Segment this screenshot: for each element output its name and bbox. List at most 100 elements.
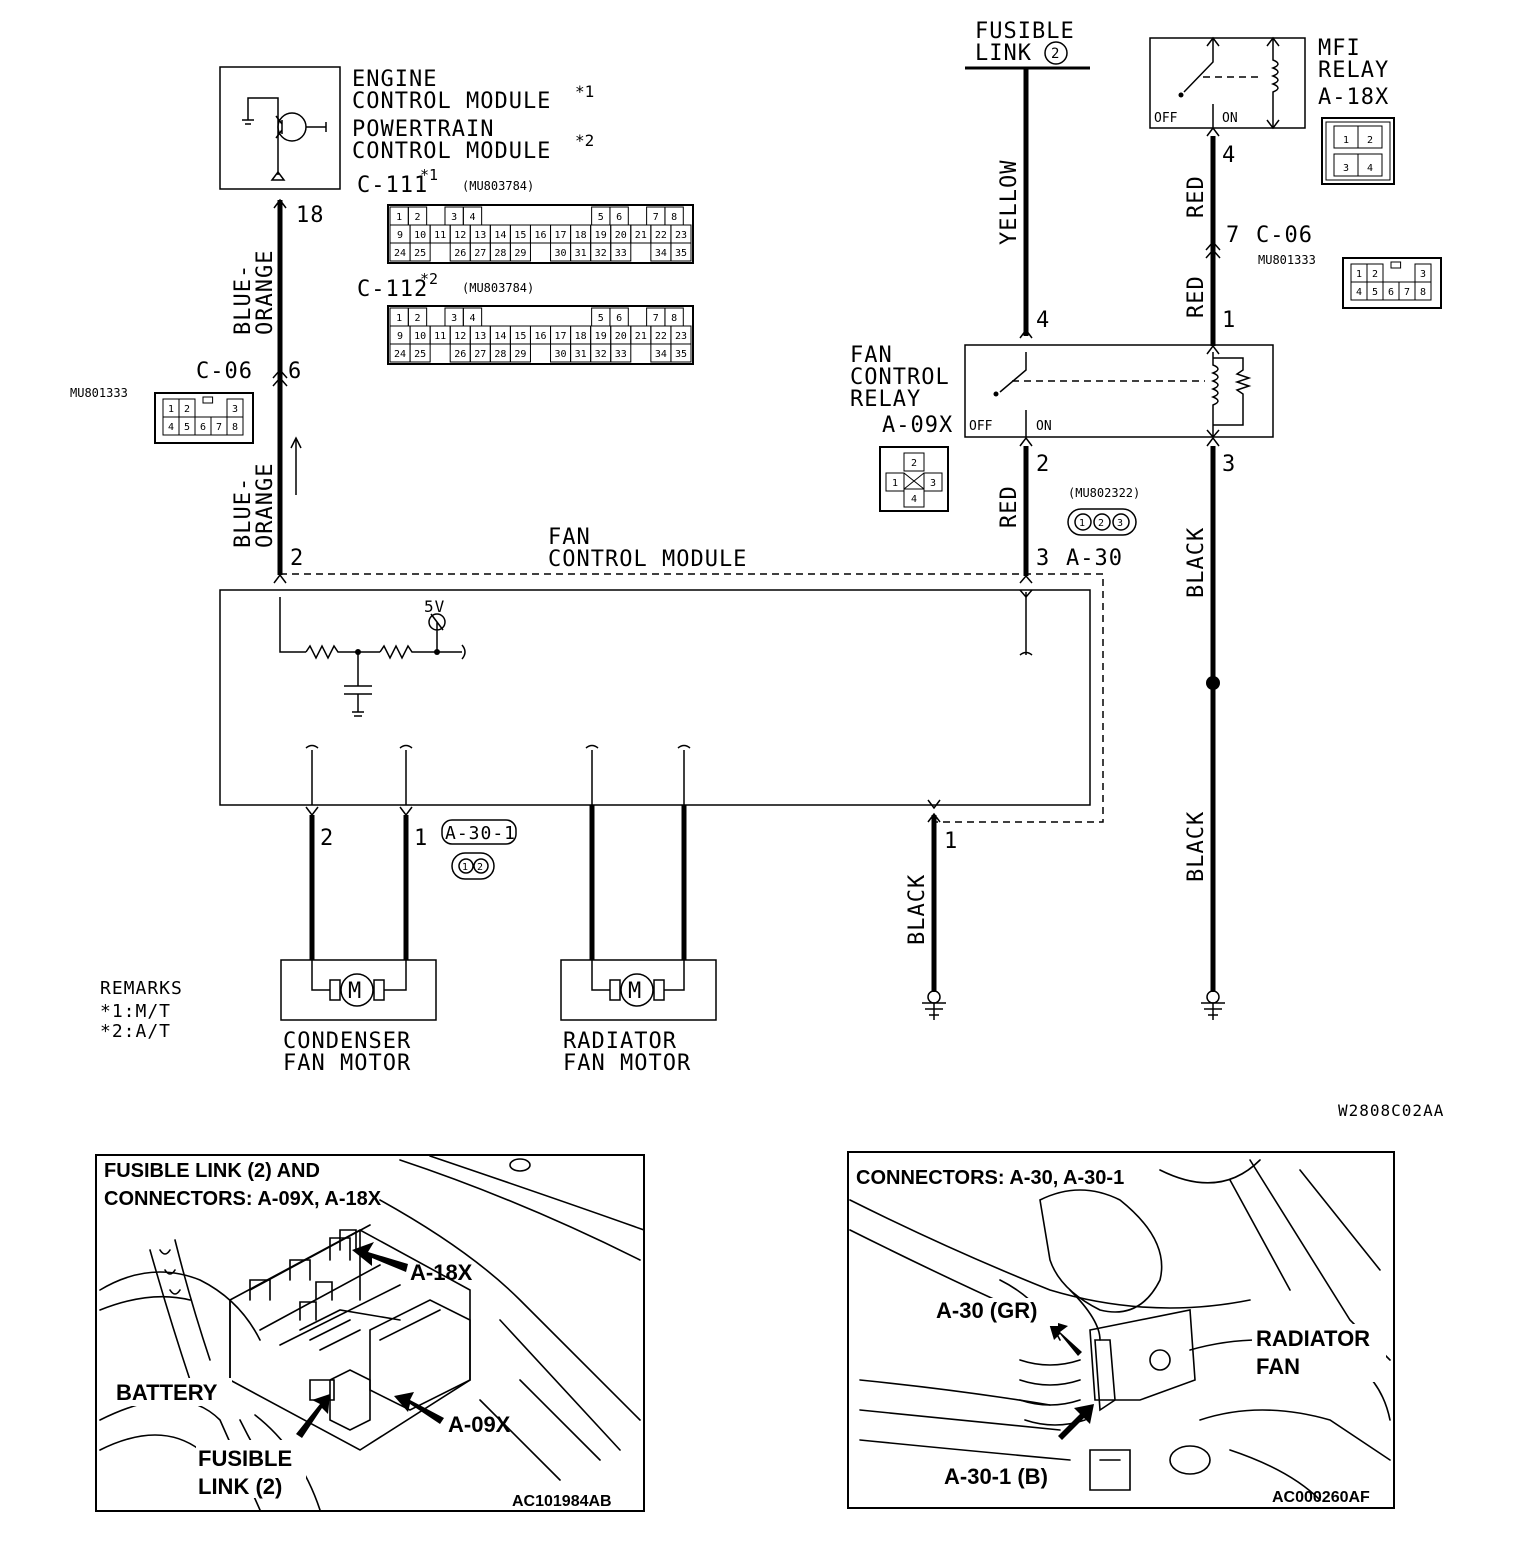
c06-right-pin: 7 [1226, 223, 1240, 248]
c112-part: (MU803784) [462, 281, 534, 295]
arrow-a09x [394, 1392, 444, 1424]
c06right-pin-7: 7 [1404, 287, 1410, 298]
a09x-pin-3: 3 [930, 478, 936, 489]
fan-relay-pin-4: 4 [1036, 308, 1050, 333]
arrow-a30-1 [1058, 1404, 1094, 1440]
wire-label-blue-orange-top-1: BLUE- [231, 264, 256, 335]
fan-relay-line1: FAN [850, 343, 893, 368]
c06right-pin-6: 6 [1388, 287, 1394, 298]
grid112-pin-4: 4 [469, 313, 475, 324]
grid111-pin-15: 15 [514, 230, 526, 241]
grid111-pin-20: 20 [615, 230, 627, 241]
right-code: AC000260AF [1272, 1489, 1370, 1506]
fcm-line2: CONTROL MODULE [548, 547, 747, 572]
c112-label: C-112 [357, 277, 428, 302]
a30-1-label: A-30-1 [445, 823, 516, 844]
mfi-relay-on: ON [1222, 111, 1238, 126]
c06left-pin-8: 8 [232, 422, 238, 433]
mfi-relay-line2: RELAY [1318, 58, 1389, 83]
c06right-pin-1: 1 [1356, 269, 1362, 280]
left-code: AC101984AB [512, 1493, 612, 1510]
arrow-a30 [1048, 1320, 1082, 1356]
grid111-pin-23: 23 [675, 230, 687, 241]
grid111-pin-16: 16 [534, 230, 546, 241]
grid112-pin-14: 14 [494, 331, 506, 342]
a30-1-pin-1: 1 [414, 826, 428, 851]
a30-1-pin-icon-2: 2 [477, 862, 483, 873]
a18x-pin-1: 1 [1343, 135, 1349, 146]
a30-1-pin-icon-1: 1 [462, 862, 468, 873]
condenser-motor-symbol: M [348, 979, 362, 1004]
fcm-line1: FAN [548, 525, 591, 550]
right-callout-a30-1: A-30-1 (B) [944, 1464, 1048, 1489]
splice-point [1206, 676, 1220, 690]
grid112-pin-19: 19 [595, 331, 607, 342]
c06-left-pin: 6 [288, 359, 302, 384]
grid112-pin-24: 24 [394, 349, 406, 360]
grid111-pin-29: 29 [514, 248, 526, 259]
c06left-pin-4: 4 [168, 422, 174, 433]
fan-control-module: FAN CONTROL MODULE 5V [219, 525, 1104, 823]
left-callout-battery: BATTERY [116, 1380, 218, 1405]
fan-relay-pin-3: 3 [1222, 452, 1236, 477]
c06-right-part: MU801333 [1258, 253, 1316, 267]
wire-red-fan-relay-to-a30: 2 RED (MU802322) 1 2 3 3 A-30 [997, 436, 1140, 599]
grid111-pin-8: 8 [671, 212, 677, 223]
grid112-pin-7: 7 [653, 313, 659, 324]
grid112-pin-28: 28 [494, 349, 506, 360]
grid111-pin-28: 28 [494, 248, 506, 259]
grid112-pin-6: 6 [616, 313, 622, 324]
grid111-pin-1: 1 [396, 212, 402, 223]
a18x-pin-3: 3 [1343, 163, 1349, 174]
fusible-num: 2 [1051, 46, 1059, 62]
mfi-relay-line1: MFI [1318, 36, 1361, 61]
c111-part: (MU803784) [462, 179, 534, 193]
grid111-pin-35: 35 [675, 248, 687, 259]
grid112-pin-34: 34 [655, 349, 667, 360]
a30-part: (MU802322) [1068, 486, 1140, 500]
remarks: REMARKS *1:M/T *2:A/T [100, 978, 182, 1042]
grid112-pin-29: 29 [514, 349, 526, 360]
grid112-pin-12: 12 [454, 331, 466, 342]
fan-relay-pin-2: 2 [1036, 452, 1050, 477]
ecm-line3: POWERTRAIN [352, 117, 494, 142]
remarks-1: *1:M/T [100, 1001, 171, 1022]
grid112-pin-35: 35 [675, 349, 687, 360]
grid111-pin-4: 4 [469, 212, 475, 223]
c06right-pin-3: 3 [1420, 269, 1426, 280]
a30-pin-icon-1: 1 [1079, 518, 1085, 529]
grid112-pin-5: 5 [598, 313, 604, 324]
a30-1-pin-2: 2 [320, 826, 334, 851]
c06left-pin-7: 7 [216, 422, 222, 433]
c111-note: *1 [420, 166, 438, 184]
fan-relay-id: A-09X [882, 413, 953, 438]
fan-relay-pin-1: 1 [1222, 308, 1236, 333]
signal-direction-arrow [290, 436, 302, 449]
grid111-pin-19: 19 [595, 230, 607, 241]
wire-label-blue-orange-top-2: ORANGE [253, 250, 278, 335]
grid112-pin-11: 11 [434, 331, 446, 342]
a30-label: A-30 [1066, 546, 1123, 571]
c06right-pin-8: 8 [1420, 287, 1426, 298]
condenser-label-1: CONDENSER [283, 1029, 411, 1054]
grid111-pin-17: 17 [555, 230, 567, 241]
grid112-pin-31: 31 [575, 349, 587, 360]
grid111-pin-3: 3 [451, 212, 457, 223]
fcm-vref: 5V [424, 597, 445, 616]
mfi-relay-pin-4: 4 [1222, 143, 1236, 168]
c06-right-label: C-06 [1256, 223, 1313, 248]
fan-relay-off: OFF [969, 419, 993, 434]
wire-label-black-relay-top: BLACK [1184, 527, 1209, 598]
grid111-pin-30: 30 [555, 248, 567, 259]
c06-left-label: C-06 [196, 359, 253, 384]
wire-label-black-fcm: BLACK [905, 874, 930, 945]
fan-relay-on: ON [1036, 419, 1052, 434]
grid112-pin-17: 17 [555, 331, 567, 342]
